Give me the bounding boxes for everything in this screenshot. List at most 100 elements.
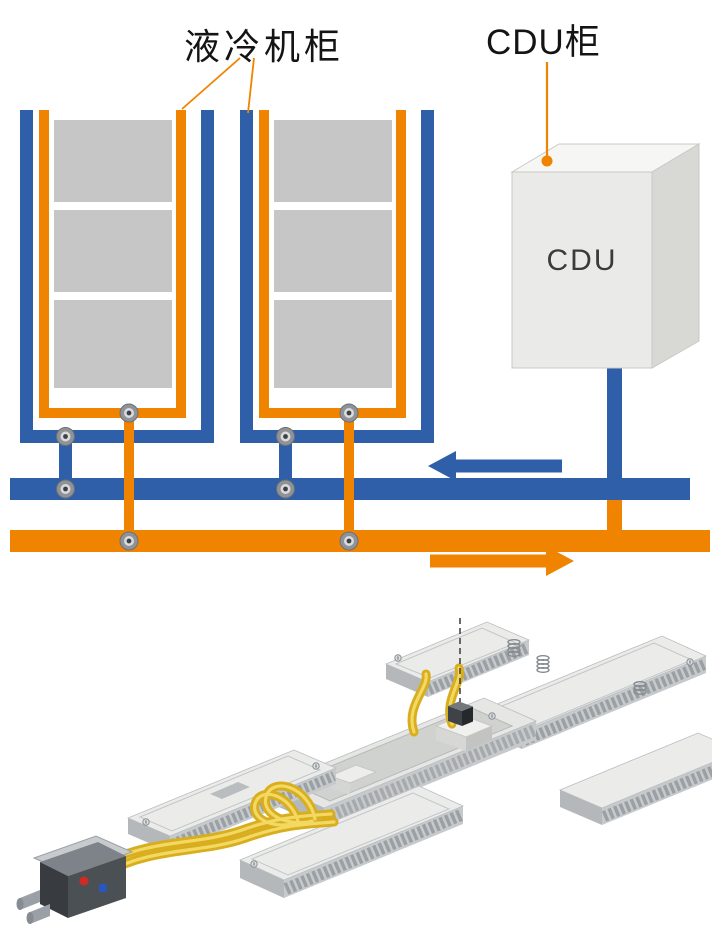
connector-pin-cap (16, 898, 24, 910)
connector-left-face (40, 862, 68, 918)
module-front-face (324, 721, 536, 827)
blade-module-far-right (558, 732, 712, 825)
screw-icon (250, 860, 258, 868)
connector-red-port (79, 876, 89, 886)
cdu-box-front-face (511, 171, 653, 369)
module-side-face (560, 790, 602, 825)
connector-blue-port (98, 883, 108, 893)
module-top-face (558, 732, 712, 809)
cabinet1-blue-left-pipe (20, 110, 33, 443)
cdu-box-side-face (651, 143, 700, 369)
springs-group (507, 639, 647, 695)
label-pointer-lines (181, 57, 549, 156)
cdu-pointer-dot (541, 155, 553, 167)
cabinet2-blue-bottom-pipe (240, 430, 434, 443)
screws-group (142, 654, 694, 868)
cabinet2-blue-drop-pipe (279, 443, 292, 478)
cabinet1-blue-right-pipe (201, 110, 214, 443)
cabinet2-orange-right-pipe (396, 110, 406, 418)
spring-icon (633, 680, 647, 695)
cabinet2-blue-left-pipe (240, 110, 253, 443)
cabinet1-orange-left-pipe (39, 110, 49, 418)
screw-icon (488, 712, 496, 720)
cabinet1-blue-bottom-pipe (20, 430, 214, 443)
spring-icon (536, 654, 550, 673)
valve-icon (276, 427, 295, 446)
tube-highlight (96, 812, 333, 868)
heatsink-fins (170, 771, 336, 849)
module-top-face (384, 621, 531, 683)
cabinet1-orange-drop-pipe (124, 418, 134, 552)
module-side-face (386, 664, 428, 697)
cabinet1-server-block (54, 120, 172, 202)
blue-flow-arrow-left (428, 451, 562, 481)
module-top-inset (250, 792, 451, 876)
liquid-label-pointer-line (181, 57, 241, 110)
mini-connector-top (448, 701, 473, 711)
screw-icon (394, 654, 402, 662)
quick-connector-block (16, 835, 134, 924)
tube-highlight (101, 820, 336, 876)
cabinet2-server-block (274, 300, 392, 388)
spring-icon (507, 639, 521, 657)
orange-piping-group (10, 110, 710, 552)
heatsink-fins (521, 659, 707, 746)
blade-module-right (476, 635, 708, 749)
valve-icon (276, 479, 295, 499)
heatsink-fins (283, 809, 464, 895)
connector-pin-cap (26, 912, 34, 924)
mini-connector-front (448, 706, 462, 726)
cabinet1-orange-bottom-pipe (39, 408, 186, 418)
cabinet1-server-block (54, 210, 172, 292)
blade-module-bottom (238, 785, 465, 898)
cabinet2-orange-drop-pipe (344, 418, 354, 552)
connector-top-face (40, 842, 126, 876)
cdu-box (510, 143, 701, 369)
cdu-box-text: CDU (546, 244, 618, 277)
orange-flow-arrow-right (430, 546, 574, 576)
tube-highlight (263, 784, 317, 825)
heatsink-fins (323, 724, 537, 824)
tube-highlight (410, 672, 428, 734)
liquid-label-pointer-line (247, 57, 255, 114)
piping-schematic (10, 57, 710, 576)
orange-main-pipe (10, 530, 710, 552)
screw-icon (142, 818, 150, 826)
cdu-blue-drop-pipe (607, 368, 622, 478)
cabinet2-blue-right-pipe (421, 110, 434, 443)
screw-icon (686, 658, 694, 666)
module-top-inset (138, 755, 322, 832)
screw-icon (312, 762, 320, 770)
valve-icon (339, 403, 359, 423)
cdu-orange-drop-pipe (607, 500, 622, 535)
valve-icon (339, 531, 359, 551)
cabinet1-server-block (54, 300, 172, 388)
valve-icon (56, 427, 75, 446)
module-top-face (238, 785, 465, 881)
cabinet2-server-block (274, 120, 392, 202)
tray-block2-top (328, 764, 378, 784)
tray-block-front (436, 726, 466, 751)
connector-pin (30, 904, 50, 924)
pipe-joints-group (56, 403, 359, 551)
cdu-cabinet-label: CDU柜 (486, 23, 601, 62)
module-side-face (240, 860, 284, 898)
heatsink-fins (601, 765, 712, 822)
module-port (210, 782, 250, 799)
tray-block-side (466, 726, 492, 751)
connector-pin (20, 890, 40, 910)
tube-highlight (253, 792, 300, 827)
valve-icon (56, 479, 75, 499)
server-blade-illustration (16, 618, 712, 924)
valve-icon (119, 403, 139, 423)
mini-connector (448, 701, 473, 726)
cabinet1-orange-right-pipe (176, 110, 186, 418)
liquid-cooling-cabinet-label: 液冷机柜 (184, 27, 345, 67)
cabinet2-server-block (274, 210, 392, 292)
server-blocks-group (54, 120, 392, 388)
module-top-inset (394, 627, 518, 679)
cabinet2-orange-bottom-pipe (259, 408, 406, 418)
cabinet1-blue-drop-pipe (59, 443, 72, 478)
connector-right-face (68, 856, 126, 918)
